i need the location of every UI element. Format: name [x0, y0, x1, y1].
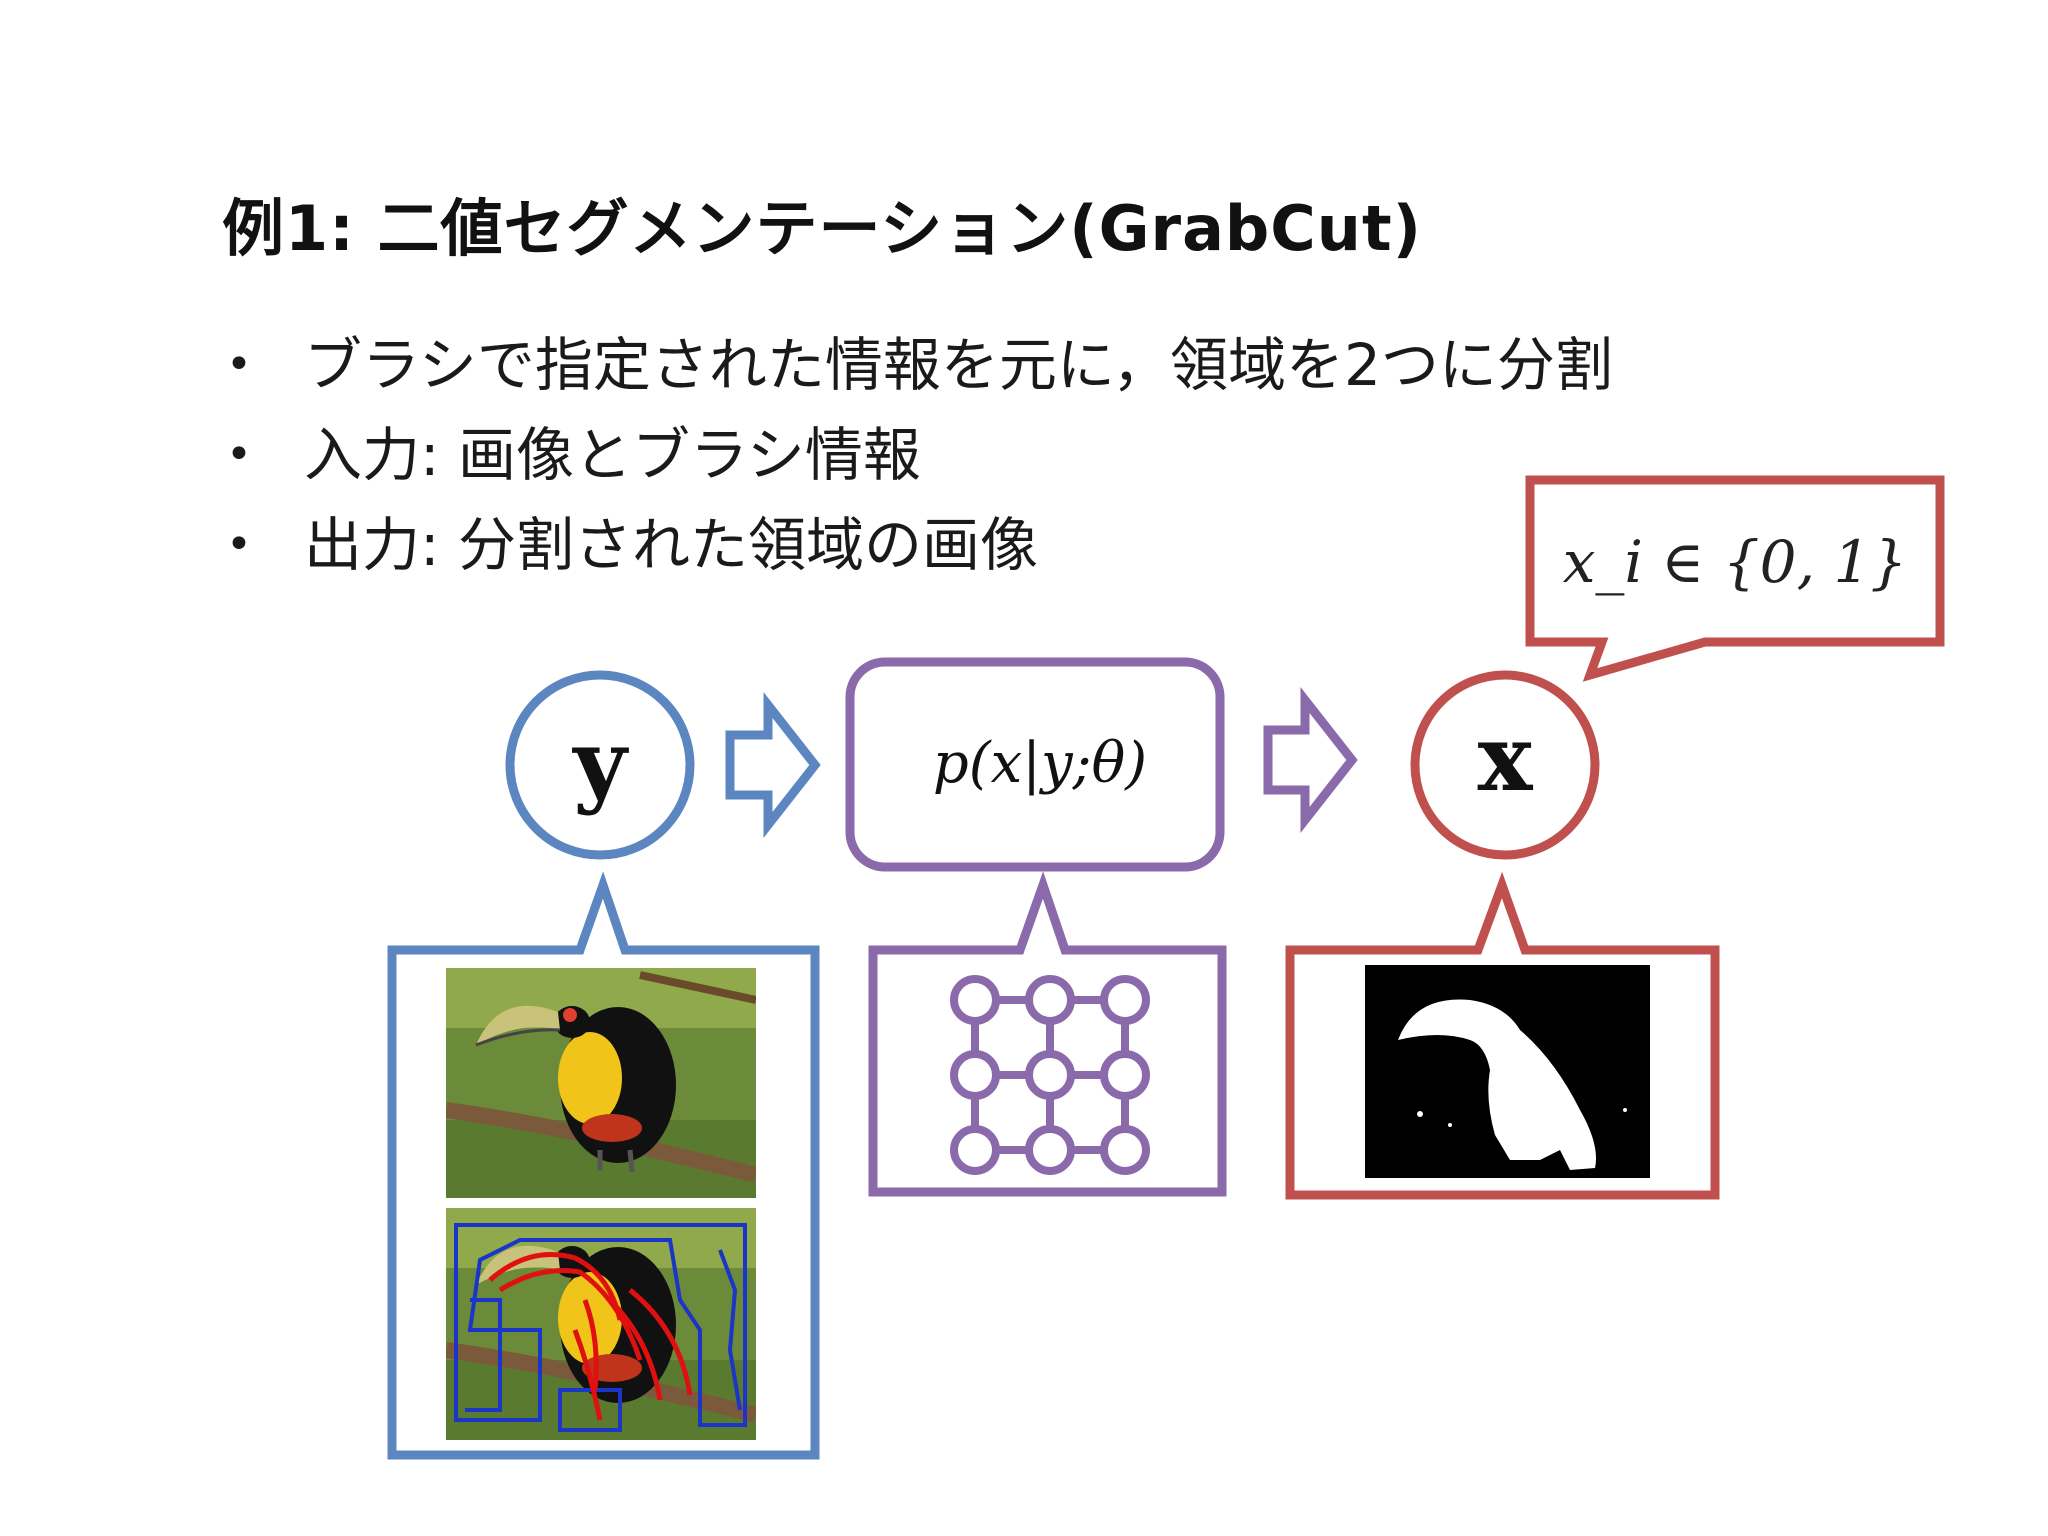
- toucan-photo: [446, 968, 756, 1198]
- bullet-text: 出力: 分割された領域の画像: [304, 511, 1038, 579]
- arrow-right-icon: [725, 691, 821, 839]
- grid-graph-icon: [950, 975, 1150, 1175]
- model-formula: p(x|y;θ): [933, 731, 1147, 796]
- segmentation-mask-image: [1365, 965, 1650, 1178]
- bullet-item: • 入力: 画像とブラシ情報: [222, 410, 1613, 500]
- bullet-list: • ブラシで指定された情報を元に，領域を2つに分割 • 入力: 画像とブラシ情報 •…: [222, 320, 1613, 590]
- input-image-callout: [387, 871, 820, 1460]
- bullet-item: • ブラシで指定された情報を元に，領域を2つに分割: [222, 320, 1613, 410]
- slide-title: 例1: 二値セグメンテーション(GrabCut): [222, 192, 1422, 265]
- bullet-dot-icon: •: [226, 339, 252, 390]
- bullet-dot-icon: •: [226, 429, 252, 480]
- segmentation-mask-callout: [1285, 871, 1720, 1200]
- toucan-brush-photo: [446, 1208, 756, 1440]
- output-domain-callout: x_i ∈ {0, 1}: [1525, 475, 1945, 682]
- arrow-right-icon: [1263, 686, 1358, 834]
- mrf-grid-callout: [868, 871, 1227, 1197]
- bullet-dot-icon: •: [226, 519, 252, 570]
- input-node: y: [505, 670, 695, 860]
- output-node-label: x: [1478, 704, 1534, 812]
- bullet-text: 入力: 画像とブラシ情報: [304, 421, 921, 489]
- output-domain-text: x_i ∈ {0, 1}: [1563, 528, 1908, 596]
- output-node: x: [1410, 670, 1600, 860]
- bullet-item: • 出力: 分割された領域の画像: [222, 500, 1613, 590]
- model-box: p(x|y;θ): [845, 657, 1225, 872]
- input-node-label: y: [571, 709, 629, 817]
- bullet-text: ブラシで指定された情報を元に，領域を2つに分割: [304, 331, 1613, 399]
